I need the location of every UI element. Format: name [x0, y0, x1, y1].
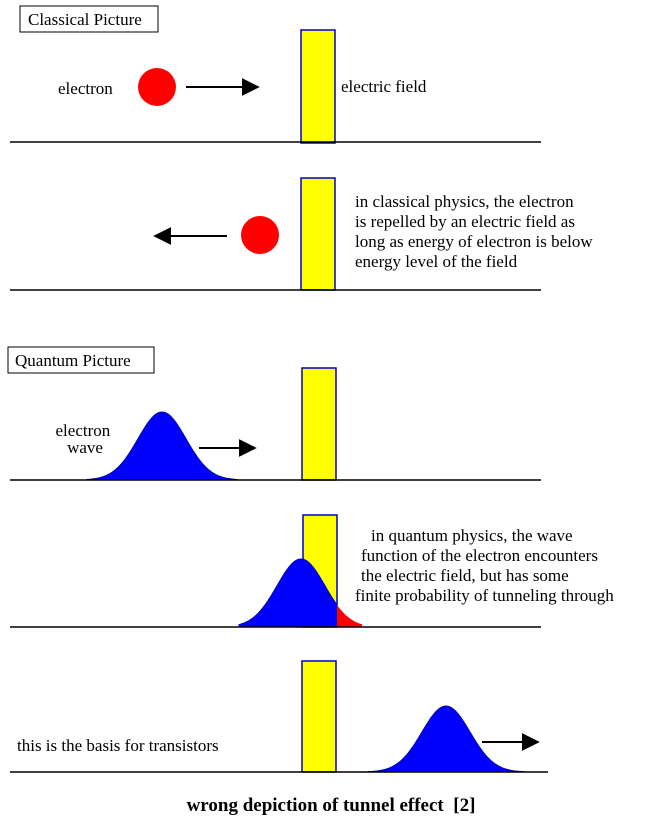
classical-note-line-4: energy level of the field — [355, 252, 518, 271]
quantum-note-line-3: the electric field, but has some — [361, 566, 569, 585]
classical-note-line-3: long as energy of electron is below — [355, 232, 593, 251]
quantum-note-line-4: finite probability of tunneling through — [355, 586, 614, 605]
classical-section: Classical Picture electron electric fiel… — [10, 5, 597, 291]
classical-note-line-1: in classical physics, the electron — [355, 192, 574, 211]
electron-wave-label-line-1: electron — [56, 421, 111, 440]
classical-label-box — [19, 5, 159, 33]
classical-note-line-2: is repelled by an electric field as — [355, 212, 575, 231]
quantum-note-line-2: function of the electron encounters — [361, 546, 598, 565]
wave-packet-2 — [238, 558, 338, 628]
quantum-note-line-1: in quantum physics, the wave — [371, 526, 573, 545]
figure-caption: wrong depiction of tunnel effect [2] — [187, 795, 476, 816]
barrier-2 — [300, 177, 336, 291]
barrier-3 — [301, 367, 337, 481]
classical-panel-1: electron electric field — [10, 29, 541, 144]
classical-label: Classical Picture — [28, 10, 142, 29]
electron-label: electron — [58, 79, 113, 98]
transistor-note: this is the basis for transistors — [17, 736, 219, 755]
quantum-label-box — [7, 346, 155, 374]
electron-wave-label-line-2: wave — [67, 438, 103, 457]
electron-particle-2 — [241, 216, 279, 254]
barrier-5 — [301, 660, 337, 773]
quantum-panel-5: this is the basis for transistors — [10, 660, 548, 773]
electron-wave-label: electron wave — [56, 421, 115, 457]
barrier-1 — [300, 29, 336, 144]
wave-packet-1 — [86, 411, 238, 481]
wave-packet-3 — [367, 705, 525, 773]
quantum-note: in quantum physics, the wave function of… — [355, 526, 614, 605]
quantum-panel-3: electron wave — [10, 367, 541, 481]
quantum-section: Quantum Picture electron wave in quantum… — [7, 346, 614, 773]
tunneling-tail — [337, 604, 362, 627]
electron-particle-1 — [138, 68, 176, 106]
quantum-label: Quantum Picture — [15, 351, 131, 370]
electric-field-label: electric field — [341, 77, 427, 96]
classical-panel-2: in classical physics, the electron is re… — [10, 177, 597, 291]
quantum-panel-4: in quantum physics, the wave function of… — [10, 514, 614, 628]
classical-note: in classical physics, the electron is re… — [355, 192, 597, 271]
